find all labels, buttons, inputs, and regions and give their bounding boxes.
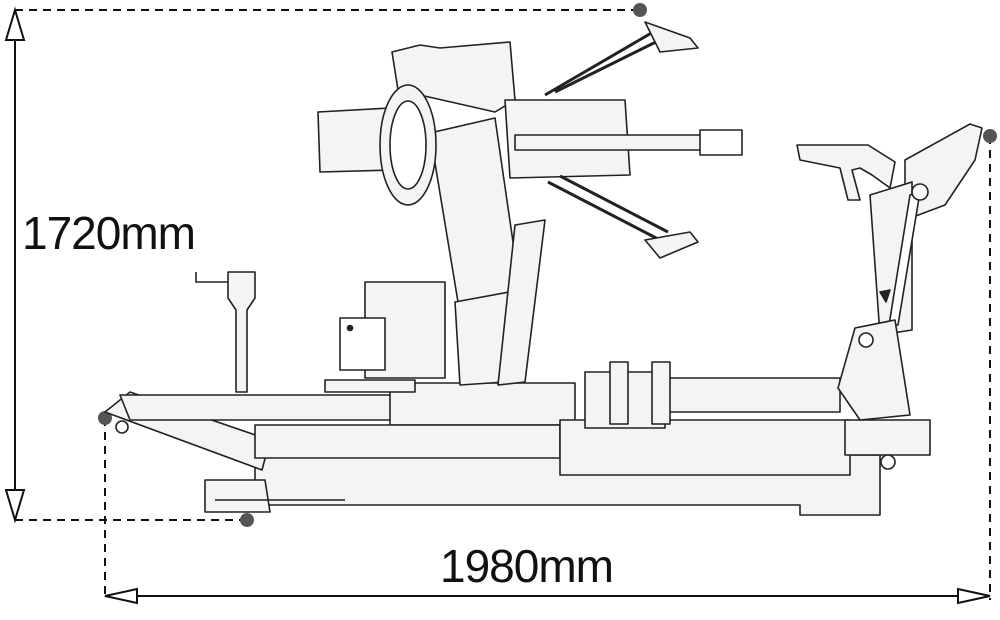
right-rail (559, 419, 851, 476)
warning-sign-icon (879, 289, 891, 303)
jaw-upper (544, 26, 661, 97)
reference-dot-left (98, 411, 112, 425)
jaw-upper-inner (554, 34, 669, 94)
tool-arm-base (837, 319, 911, 421)
jaw-lower-inner (559, 174, 669, 234)
slide-beam (119, 394, 401, 421)
rail-top-plate (659, 377, 841, 413)
reference-dot-right (983, 129, 997, 143)
height-dimension-label: 1720mm (22, 207, 196, 259)
jaw-lower-grip (644, 231, 699, 259)
width-dimension-label: 1980mm (440, 540, 614, 592)
height-arrow-bottom-icon (4, 489, 26, 524)
demount-tool-head (796, 144, 896, 201)
rail-end-bolt-icon (880, 454, 896, 470)
height-dimension (4, 6, 640, 524)
hydraulic-base (324, 379, 416, 393)
control-lever (195, 272, 228, 283)
width-dimension (104, 136, 991, 605)
main-column (429, 117, 521, 303)
slider-post-left (609, 361, 629, 425)
width-arrow-right-icon (957, 587, 991, 605)
tool-pivot-icon (858, 332, 874, 348)
width-arrow-left-icon (104, 587, 138, 605)
electrical-box-screw-icon (346, 324, 354, 332)
carriage-block (389, 382, 576, 426)
height-arrow-top-icon (4, 6, 26, 41)
base-foot (204, 479, 271, 513)
jaw-lower (547, 180, 661, 242)
spindle-end (699, 129, 743, 156)
reference-points (98, 3, 997, 527)
tire-changer-machine (104, 21, 983, 516)
lower-beam (254, 424, 561, 459)
column-brace (497, 219, 546, 386)
left-arm-pivot-icon (115, 420, 129, 434)
chuck-jaws (544, 26, 669, 242)
slider-post-right (651, 361, 671, 425)
drive-flange-inner (389, 100, 427, 190)
rail-end-cap (844, 419, 931, 456)
electrical-box (339, 317, 386, 371)
reference-dot-top (633, 3, 647, 17)
reference-dot-bottom (240, 513, 254, 527)
control-post (227, 271, 256, 393)
jaw-upper-grip (644, 21, 699, 53)
tool-arm-knob-icon (911, 183, 929, 201)
